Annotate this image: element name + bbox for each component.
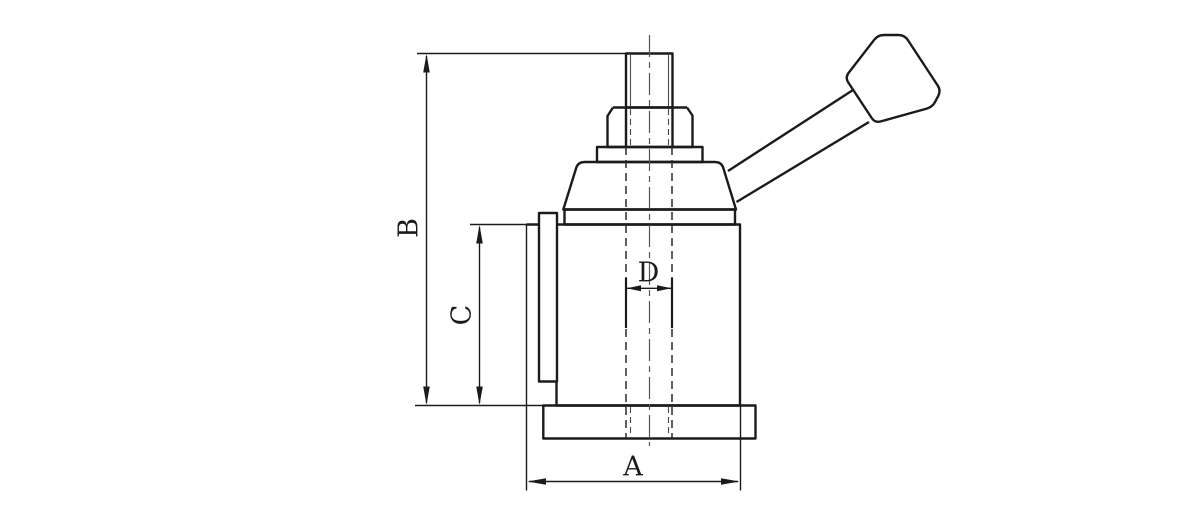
lock-handle (727, 33, 941, 204)
dimension-d: D (624, 258, 674, 328)
side-wedge-tab (537, 211, 559, 383)
handle-shaft-lower-line (735, 120, 870, 204)
hex-nut-facets (624, 107, 674, 147)
dim-a-arrow-left (527, 478, 546, 485)
dim-label-c: C (447, 305, 478, 326)
dimension-c: C (447, 223, 527, 405)
handle-shaft-upper-line (727, 88, 854, 173)
dim-b-arrow-up (423, 54, 430, 73)
tool-post-body (555, 223, 742, 407)
dimension-a: A (527, 406, 742, 491)
dim-b-arrow-down (423, 386, 430, 405)
dim-label-d: D (638, 258, 660, 289)
dim-label-a: A (622, 452, 643, 483)
handle-knob (845, 33, 941, 123)
dim-c-arrow-up (476, 225, 483, 244)
dim-label-b: B (394, 218, 425, 238)
stud-thread-hidden-in-nut (629, 109, 670, 146)
dim-a-arrow-right (721, 478, 740, 485)
hidden-and-center-lines (625, 35, 673, 446)
dim-d-arrow-left (626, 285, 641, 292)
dimension-b: B (394, 52, 627, 405)
cone-head (562, 160, 738, 211)
stud-thread-lines (629, 55, 670, 107)
dim-d-arrow-right (657, 285, 672, 292)
flange-bore-hidden-lines (629, 407, 670, 437)
dim-c-arrow-down (476, 386, 483, 405)
